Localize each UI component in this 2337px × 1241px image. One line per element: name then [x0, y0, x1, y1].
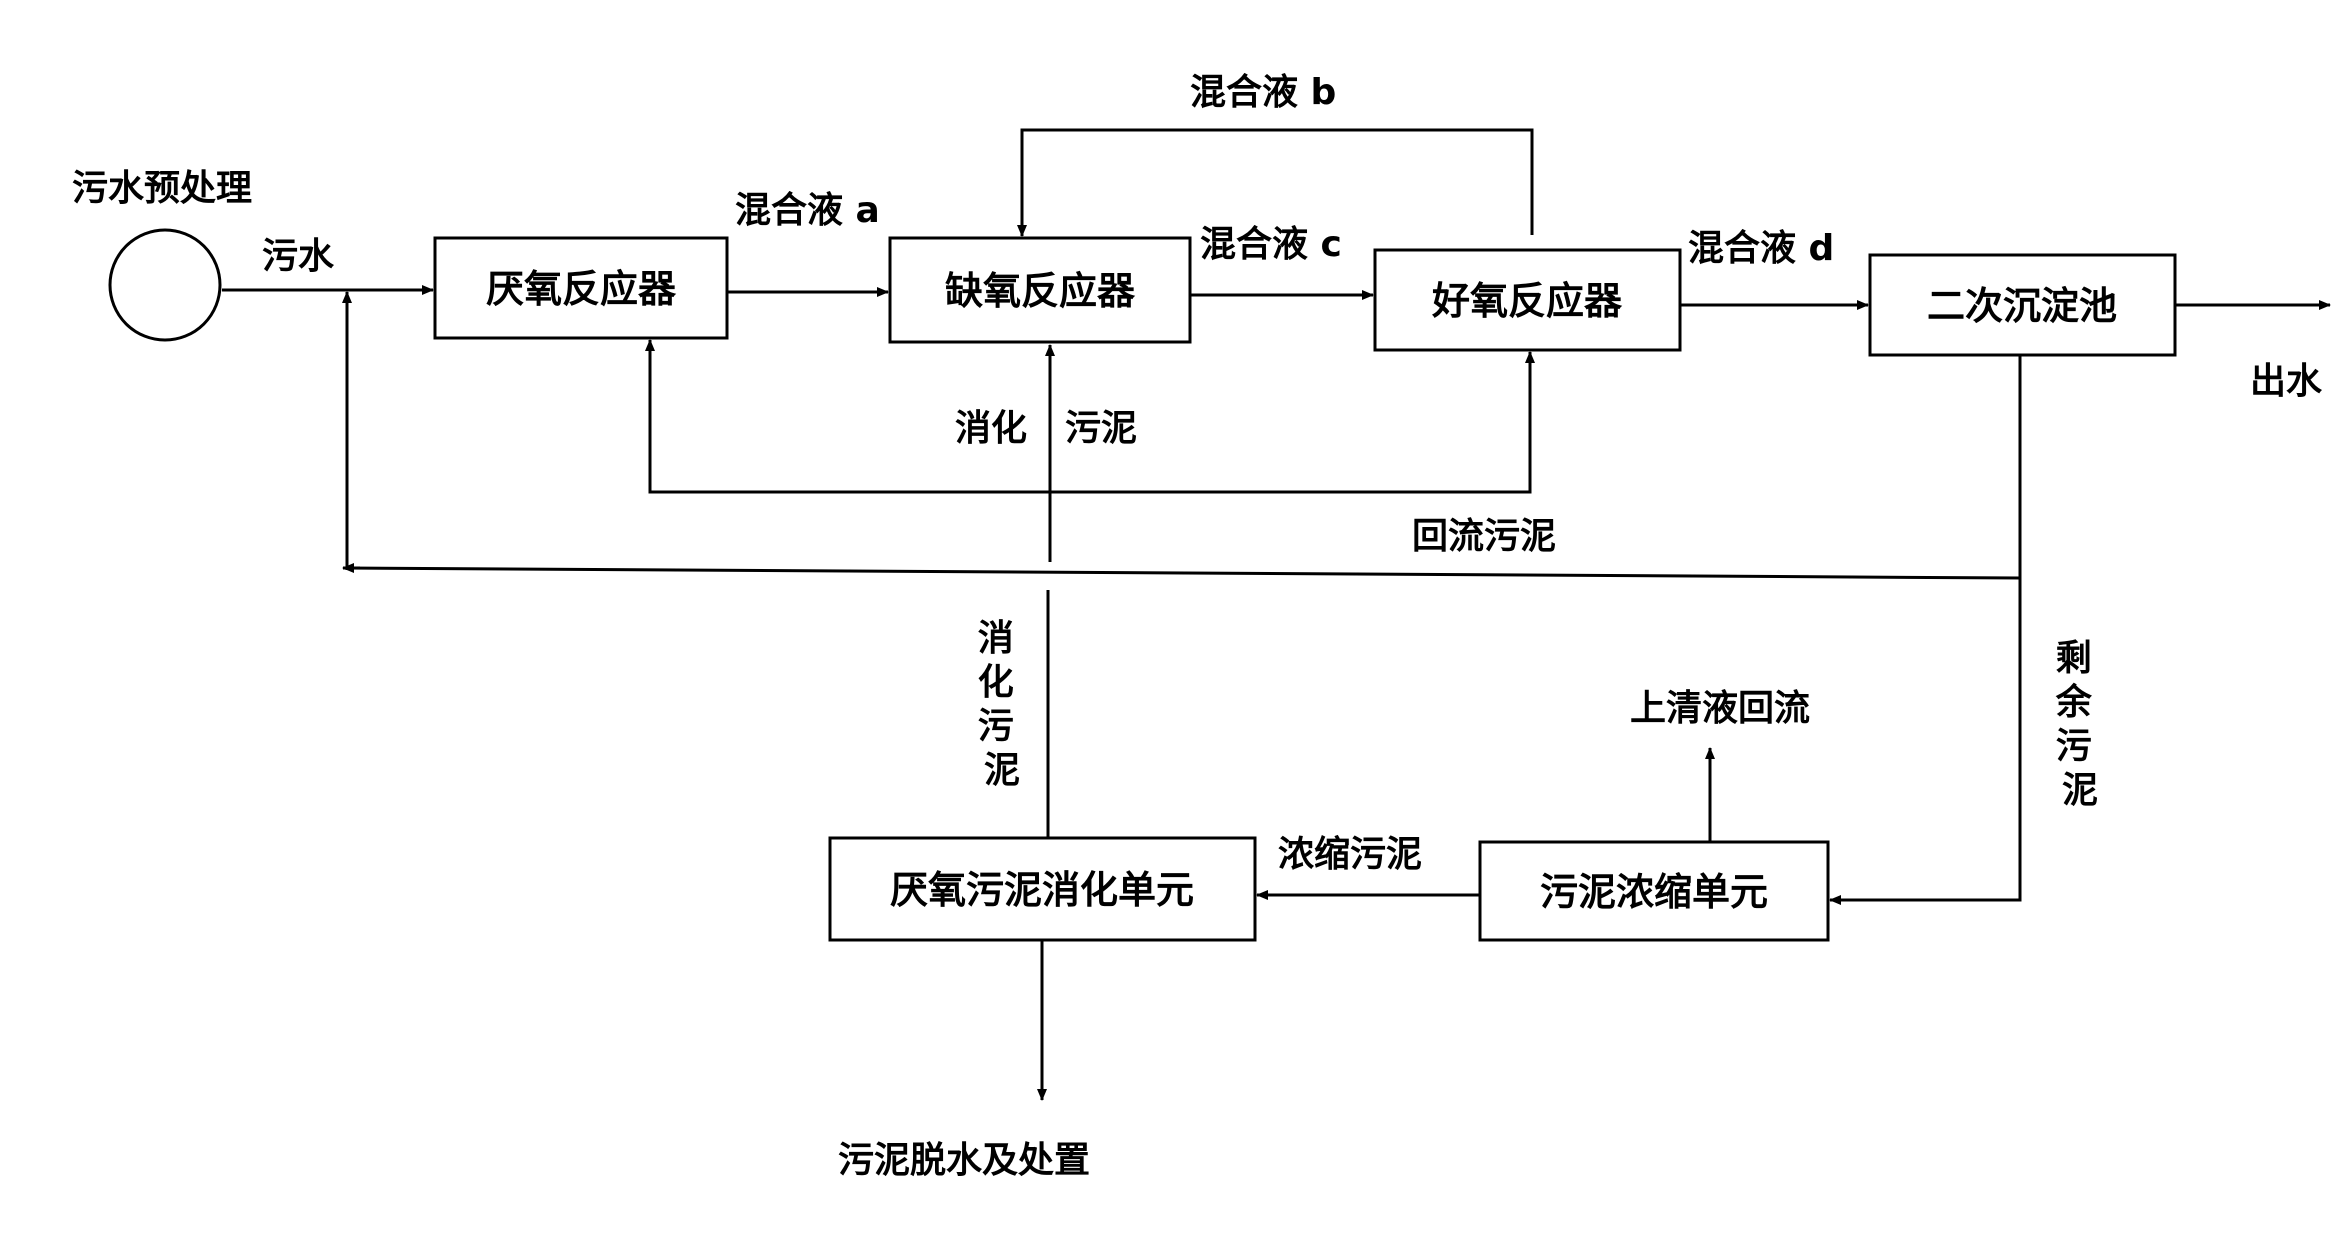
excess-sludge-char-4: 泥 [2062, 770, 2098, 811]
effluent-label: 出水 [2250, 361, 2323, 402]
anoxic-reactor: 缺氧反应器 [888, 236, 1192, 344]
mixed-liquor-a-label: 混合液 a [735, 190, 880, 231]
return-sludge-label: 回流污泥 [1412, 516, 1556, 557]
secondary-clarifier: 二次沉淀池 [1868, 253, 2177, 357]
anaerobic-reactor: 厌氧反应器 [433, 236, 729, 340]
digested-sludge-char-3: 污 [978, 706, 1014, 747]
aerobic-reactor: 好氧反应器 [1373, 248, 1682, 352]
thickening-unit-label: 污泥浓缩单元 [1540, 870, 1768, 914]
excess-sludge-char-1: 剩 [2056, 638, 2092, 679]
pretreatment-circle [108, 228, 222, 342]
digested-sludge-char-2: 化 [978, 662, 1014, 703]
pretreatment-label: 污水预处理 [72, 168, 252, 209]
supernatant-return-label: 上清液回流 [1630, 688, 1810, 729]
aerobic-reactor-label: 好氧反应器 [1431, 279, 1623, 323]
excess-sludge-char-2: 余 [2055, 681, 2093, 723]
arrow-mixed-liquor-b [1017, 128, 1534, 237]
digestion-unit-label: 厌氧污泥消化单元 [890, 868, 1194, 912]
thickened-sludge-label: 浓缩污泥 [1278, 834, 1422, 875]
sewage-label: 污水 [262, 236, 335, 277]
digested-sludge-char-4: 泥 [984, 750, 1020, 791]
digested-sludge-vertical-label: 消 化 污 泥 [978, 618, 1027, 791]
excess-sludge-label: 剩 余 污 泥 [2055, 638, 2105, 811]
digested-sludge-char-1: 消 [978, 618, 1014, 659]
digested-sludge-label-2: 污泥 [1065, 408, 1137, 449]
excess-sludge-char-3: 污 [2056, 726, 2092, 767]
dewatering-label: 污泥脱水及处置 [838, 1140, 1090, 1181]
anoxic-reactor-label: 缺氧反应器 [945, 269, 1136, 313]
mixed-liquor-d-label: 混合液 d [1688, 228, 1834, 269]
anaerobic-reactor-label: 厌氧反应器 [486, 267, 677, 311]
excess-sludge-line [1829, 578, 2022, 905]
return-sludge-line [344, 355, 2022, 580]
digested-sludge-distribution [648, 340, 1532, 494]
mixed-liquor-b-label: 混合液 b [1190, 72, 1336, 113]
thickening-unit: 污泥浓缩单元 [1478, 840, 1830, 942]
secondary-clarifier-label: 二次沉淀池 [1927, 284, 2117, 328]
digestion-unit: 厌氧污泥消化单元 [828, 836, 1257, 942]
mixed-liquor-c-label: 混合液 c [1200, 224, 1342, 265]
digested-sludge-label-1: 消化 [955, 408, 1027, 449]
